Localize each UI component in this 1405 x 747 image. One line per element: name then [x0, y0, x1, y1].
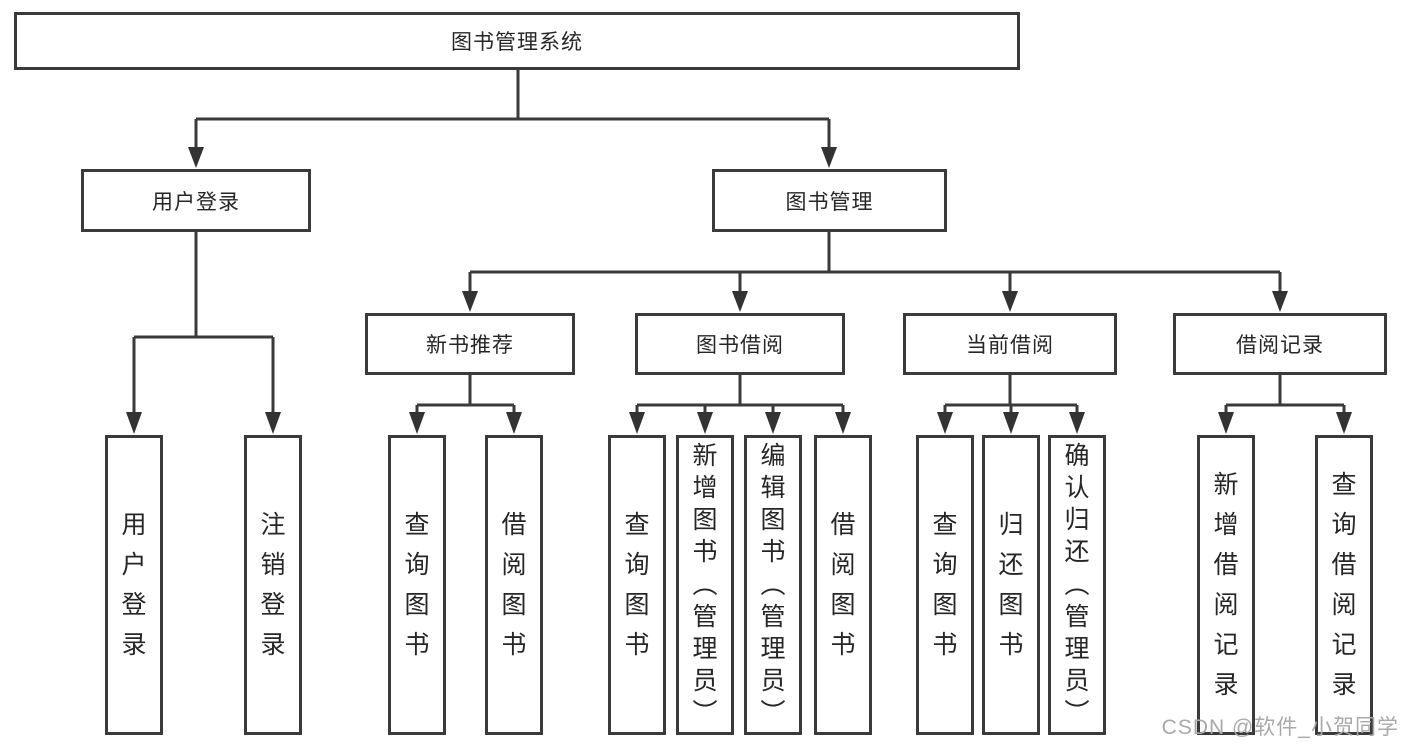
vertical-char: 图	[932, 590, 958, 619]
vertical-char: 图	[830, 590, 856, 619]
vertical-char: 书	[692, 538, 718, 567]
vertical-char: 注	[260, 510, 286, 539]
leaf-borrow-query-books: 查询图书	[608, 435, 666, 735]
vertical-char: 图	[404, 590, 430, 619]
node-library-management-system: 图书管理系统	[14, 12, 1020, 70]
vertical-char: 询	[404, 550, 430, 579]
vertical-char: 户	[121, 550, 147, 579]
csdn-watermark: CSDN @软件_小贺同学	[1161, 716, 1399, 739]
vertical-char: 查	[624, 510, 650, 539]
vertical-char: 登	[260, 590, 286, 619]
vertical-char: 录	[1331, 670, 1357, 699]
vertical-char: 查	[1331, 470, 1357, 499]
vertical-char: 查	[932, 510, 958, 539]
vertical-char: 用	[121, 510, 147, 539]
leaf-current-query-books: 查询图书	[916, 435, 974, 735]
leaf-current-confirm-return-admin: 确认归还 ︵ 管理员 ︶	[1048, 435, 1106, 735]
leaf-borrow-edit-books-admin: 编辑图书 ︵ 管理员 ︶	[744, 435, 802, 735]
vertical-char: 图	[624, 590, 650, 619]
vertical-char: ︶	[692, 699, 718, 728]
vertical-char: 确	[1064, 441, 1090, 470]
vertical-char: 借	[1331, 550, 1357, 579]
vertical-char: 还	[998, 550, 1024, 579]
leaf-borrow-borrow-books: 借阅图书	[814, 435, 872, 735]
vertical-char: 书	[624, 630, 650, 659]
vertical-char: 阅	[501, 550, 527, 579]
vertical-char: 图	[501, 590, 527, 619]
vertical-char: 书	[404, 630, 430, 659]
vertical-char: ︵	[1064, 570, 1090, 599]
leaf-recommend-query-books: 查询图书	[388, 435, 446, 735]
vertical-char: 新	[692, 441, 718, 470]
vertical-char: 书	[932, 630, 958, 659]
leaf-current-return-books: 归还图书	[982, 435, 1040, 735]
vertical-char: 理	[692, 634, 718, 663]
node-user-login: 用户登录	[81, 169, 311, 232]
vertical-char: 阅	[830, 550, 856, 579]
vertical-char: ︶	[1064, 699, 1090, 728]
vertical-char: 增	[1213, 510, 1239, 539]
vertical-char: ︶	[760, 699, 786, 728]
node-borrowing-records: 借阅记录	[1173, 313, 1387, 375]
vertical-char: 书	[830, 630, 856, 659]
vertical-char: 借	[1213, 550, 1239, 579]
vertical-char: 图	[998, 590, 1024, 619]
vertical-char: 询	[932, 550, 958, 579]
leaf-logout: 注销登录	[244, 435, 302, 735]
vertical-char: 编	[760, 441, 786, 470]
vertical-char: 还	[1064, 538, 1090, 567]
vertical-char: 图	[760, 506, 786, 535]
vertical-char: 借	[501, 510, 527, 539]
leaf-user-login: 用户登录	[105, 435, 163, 735]
node-new-book-recommend: 新书推荐	[365, 313, 575, 375]
vertical-char: 归	[1064, 506, 1090, 535]
vertical-char: 理	[760, 634, 786, 663]
vertical-char: 管	[760, 602, 786, 631]
leaf-borrow-add-books-admin: 新增图书 ︵ 管理员 ︶	[676, 435, 734, 735]
node-book-management: 图书管理	[712, 169, 947, 232]
vertical-char: 阅	[1213, 590, 1239, 619]
node-current-borrowing: 当前借阅	[903, 313, 1117, 375]
vertical-char: ︵	[692, 570, 718, 599]
vertical-char: 书	[501, 630, 527, 659]
vertical-char: 查	[404, 510, 430, 539]
vertical-char: 新	[1213, 470, 1239, 499]
vertical-char: 增	[692, 473, 718, 502]
vertical-char: 销	[260, 550, 286, 579]
vertical-char: 记	[1213, 630, 1239, 659]
node-book-borrowing: 图书借阅	[635, 313, 845, 375]
vertical-char: 录	[121, 630, 147, 659]
vertical-char: 登	[121, 590, 147, 619]
vertical-char: 书	[998, 630, 1024, 659]
vertical-char: 辑	[760, 473, 786, 502]
vertical-char: 询	[624, 550, 650, 579]
vertical-char: 管	[1064, 602, 1090, 631]
vertical-char: 理	[1064, 634, 1090, 663]
leaf-records-query-record: 查询借阅记录	[1315, 435, 1373, 735]
leaf-recommend-borrow-books: 借阅图书	[485, 435, 543, 735]
vertical-char: 员	[692, 667, 718, 696]
vertical-char: 记	[1331, 630, 1357, 659]
vertical-char: 员	[760, 667, 786, 696]
vertical-char: 管	[692, 602, 718, 631]
vertical-char: 员	[1064, 667, 1090, 696]
vertical-char: 图	[692, 506, 718, 535]
vertical-char: 录	[1213, 670, 1239, 699]
vertical-char: 书	[760, 538, 786, 567]
vertical-char: 借	[830, 510, 856, 539]
vertical-char: 阅	[1331, 590, 1357, 619]
vertical-char: 录	[260, 630, 286, 659]
vertical-char: 归	[998, 510, 1024, 539]
vertical-char: ︵	[760, 570, 786, 599]
vertical-char: 询	[1331, 510, 1357, 539]
vertical-char: 认	[1064, 473, 1090, 502]
leaf-records-add-record: 新增借阅记录	[1197, 435, 1255, 735]
